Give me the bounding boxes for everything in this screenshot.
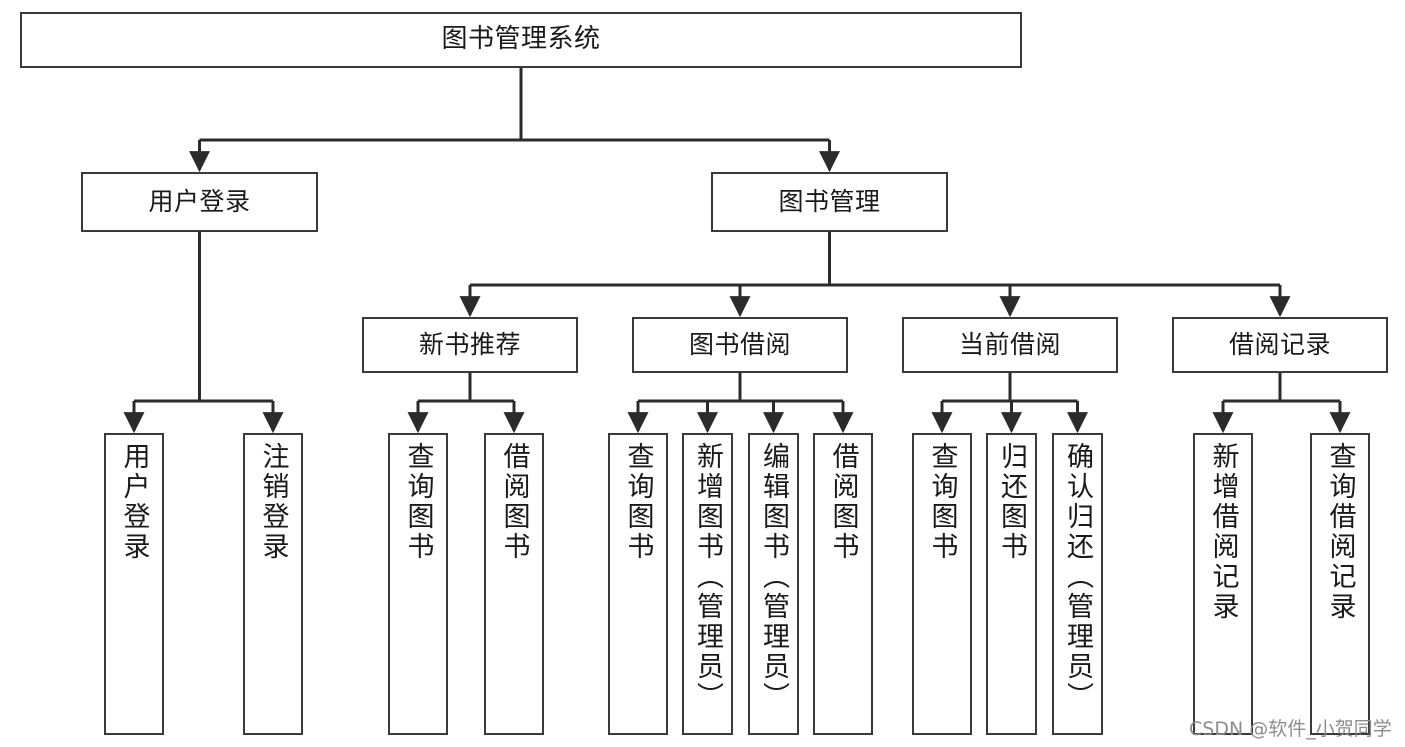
node-label: 当前借阅	[958, 330, 1061, 359]
node-n-leaf-query-book-3[interactable]: 查询图书	[912, 433, 972, 735]
node-label: 查询图书	[622, 442, 654, 562]
node-n-leaf-add-record[interactable]: 新增借阅记录	[1193, 433, 1253, 735]
node-label: 图书管理	[778, 187, 881, 216]
watermark: CSDN @软件_小贺同学	[1189, 718, 1392, 740]
node-label: 新增借阅记录	[1207, 442, 1239, 622]
node-n-leaf-borrow-book-1[interactable]: 借阅图书	[484, 433, 544, 735]
node-n-leaf-query-book-2[interactable]: 查询图书	[608, 433, 668, 735]
node-label: 图书管理系统	[441, 24, 601, 55]
node-n-current-borrow[interactable]: 当前借阅	[902, 317, 1118, 373]
node-label: 编辑图书（管理员）	[758, 442, 789, 712]
node-label: 查询图书	[926, 442, 958, 562]
node-n-leaf-confirm-return[interactable]: 确认归还（管理员）	[1052, 433, 1103, 735]
node-root[interactable]: 图书管理系统	[20, 12, 1022, 68]
node-label: 归还图书	[996, 442, 1027, 562]
node-n-leaf-query-book-1[interactable]: 查询图书	[388, 433, 448, 735]
node-label: 借阅图书	[827, 442, 859, 562]
node-n-user-login[interactable]: 用户登录	[81, 172, 318, 232]
node-label: 用户登录	[118, 442, 150, 562]
node-label: 查询借阅记录	[1324, 442, 1356, 622]
node-label: 图书借阅	[688, 330, 791, 359]
node-label: 用户登录	[148, 187, 251, 216]
node-n-leaf-edit-book[interactable]: 编辑图书（管理员）	[748, 433, 799, 735]
node-label: 借阅记录	[1228, 330, 1331, 359]
node-n-book-manage[interactable]: 图书管理	[711, 172, 948, 232]
node-label: 新书推荐	[418, 330, 521, 359]
node-n-leaf-logout[interactable]: 注销登录	[243, 433, 303, 735]
node-n-borrow-record[interactable]: 借阅记录	[1172, 317, 1388, 373]
node-label: 查询图书	[402, 442, 434, 562]
node-n-leaf-borrow-book-2[interactable]: 借阅图书	[813, 433, 873, 735]
node-label: 借阅图书	[498, 442, 530, 562]
node-n-leaf-query-record[interactable]: 查询借阅记录	[1310, 433, 1370, 735]
node-n-leaf-add-book[interactable]: 新增图书（管理员）	[682, 433, 733, 735]
node-n-leaf-return-book[interactable]: 归还图书	[986, 433, 1037, 735]
node-n-book-borrow[interactable]: 图书借阅	[632, 317, 848, 373]
node-label: 确认归还（管理员）	[1062, 442, 1093, 712]
node-label: 注销登录	[257, 442, 289, 562]
node-n-leaf-user-login[interactable]: 用户登录	[104, 433, 164, 735]
node-n-new-book-rec[interactable]: 新书推荐	[362, 317, 578, 373]
node-label: 新增图书（管理员）	[692, 442, 723, 712]
